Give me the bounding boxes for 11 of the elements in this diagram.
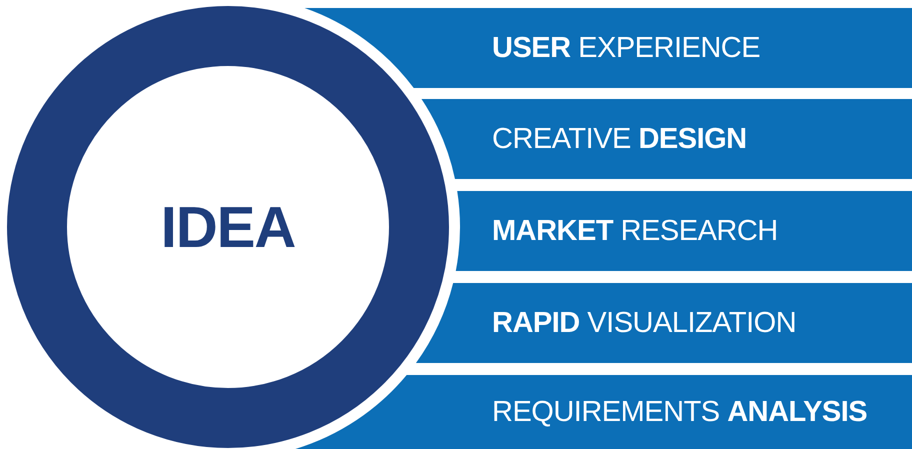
banner-bar	[295, 375, 912, 449]
bar-label: RAPID VISUALIZATION	[492, 306, 796, 340]
center-label: IDEA	[160, 194, 296, 260]
banner-bar	[304, 8, 912, 88]
banner-bar	[421, 99, 912, 179]
bar-label: USER EXPERIENCE	[492, 32, 760, 64]
banner-bar	[455, 191, 912, 271]
banner-bar	[415, 283, 912, 363]
bar-label: CREATIVE DESIGN	[492, 122, 747, 156]
bar-label: MARKET RESEARCH	[492, 214, 778, 248]
bar-label: REQUIREMENTS ANALYSIS	[492, 396, 868, 428]
